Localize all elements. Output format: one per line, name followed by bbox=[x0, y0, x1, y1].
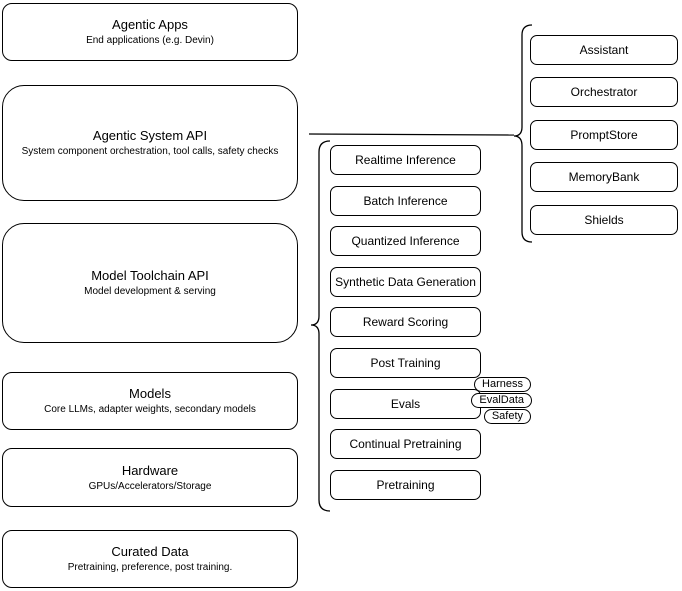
toolchain-brace bbox=[310, 140, 331, 512]
evaldata-pill: EvalData bbox=[471, 393, 532, 408]
quantized-inference-box: Quantized Inference bbox=[330, 226, 481, 256]
box-label: Orchestrator bbox=[570, 85, 638, 99]
shields-box: Shields bbox=[530, 205, 678, 235]
layer-subtitle: GPUs/Accelerators/Storage bbox=[88, 480, 212, 492]
box-label: MemoryBank bbox=[568, 170, 640, 184]
box-label: Continual Pretraining bbox=[349, 437, 462, 451]
layer-subtitle: Core LLMs, adapter weights, secondary mo… bbox=[44, 404, 256, 415]
evals-box: Evals bbox=[330, 389, 481, 419]
model-toolchain-api-box: Model Toolchain API Model development & … bbox=[2, 223, 298, 343]
agentic-apps-box: Agentic Apps End applications (e.g. Devi… bbox=[2, 3, 298, 61]
layer-subtitle: Model development & serving bbox=[84, 286, 216, 297]
layer-subtitle: End applications (e.g. Devin) bbox=[86, 35, 214, 46]
layer-title: Agentic Apps bbox=[112, 17, 188, 32]
continual-pretraining-box: Continual Pretraining bbox=[330, 429, 481, 459]
reward-scoring-box: Reward Scoring bbox=[330, 307, 481, 337]
box-label: Realtime Inference bbox=[355, 153, 456, 167]
box-label: Quantized Inference bbox=[351, 234, 460, 248]
pretraining-box: Pretraining bbox=[330, 470, 481, 500]
pill-label: Harness bbox=[482, 378, 523, 391]
box-label: Pretraining bbox=[376, 478, 435, 492]
box-label: Evals bbox=[390, 397, 421, 411]
realtime-inference-box: Realtime Inference bbox=[330, 145, 481, 175]
layer-title: Agentic System API bbox=[92, 128, 208, 143]
curated-data-box: Curated Data Pretraining, preference, po… bbox=[2, 530, 298, 588]
layer-title: Model Toolchain API bbox=[91, 268, 209, 283]
box-label: Post Training bbox=[370, 356, 441, 370]
post-training-box: Post Training bbox=[330, 348, 481, 378]
layer-subtitle: System component orchestration, tool cal… bbox=[21, 146, 279, 157]
box-label: PromptStore bbox=[570, 128, 638, 142]
box-label: Synthetic Data Generation bbox=[335, 275, 476, 289]
layer-title: Hardware bbox=[121, 462, 179, 478]
box-label: Assistant bbox=[579, 43, 629, 57]
promptstore-box: PromptStore bbox=[530, 120, 678, 150]
system-api-to-components-line bbox=[308, 133, 515, 136]
pill-label: EvalData bbox=[479, 394, 524, 407]
layer-title: Curated Data bbox=[111, 544, 189, 559]
memorybank-box: MemoryBank bbox=[530, 162, 678, 192]
agentic-system-api-box: Agentic System API System component orch… bbox=[2, 85, 298, 201]
hardware-box: Hardware GPUs/Accelerators/Storage bbox=[2, 448, 298, 507]
harness-pill: Harness bbox=[474, 377, 531, 392]
box-label: Batch Inference bbox=[363, 194, 448, 208]
layer-subtitle: Pretraining, preference, post training. bbox=[67, 562, 233, 573]
synthetic-data-generation-box: Synthetic Data Generation bbox=[330, 267, 481, 297]
orchestrator-box: Orchestrator bbox=[530, 77, 678, 107]
batch-inference-box: Batch Inference bbox=[330, 186, 481, 216]
assistant-box: Assistant bbox=[530, 35, 678, 65]
pill-label: Safety bbox=[491, 410, 523, 423]
models-box: Models Core LLMs, adapter weights, secon… bbox=[2, 372, 298, 430]
box-label: Shields bbox=[584, 213, 624, 227]
layer-title: Models bbox=[129, 386, 171, 401]
box-label: Reward Scoring bbox=[362, 315, 449, 329]
safety-pill: Safety bbox=[483, 409, 531, 424]
